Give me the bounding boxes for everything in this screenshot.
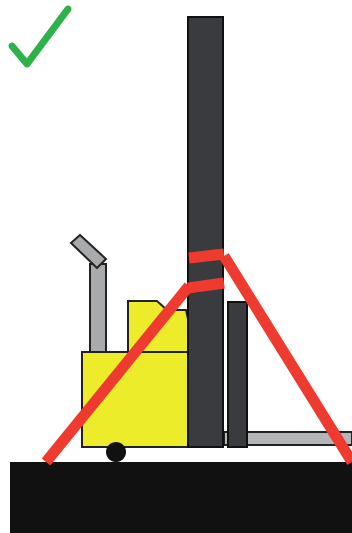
mast [188,17,247,447]
drive-wheel [106,442,126,462]
tiller-handle [71,235,106,354]
check-mark-icon [12,9,68,64]
ground-base [10,462,352,533]
